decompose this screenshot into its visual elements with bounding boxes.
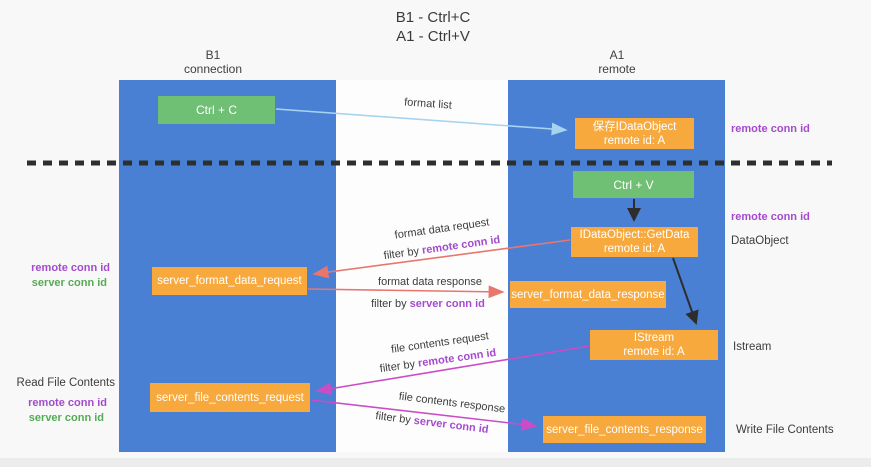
column-a1-name: A1 <box>609 48 625 62</box>
column-header-b1: B1 connection <box>133 48 293 76</box>
right-remote-conn-id-mid: remote conn id <box>731 211 810 223</box>
format-data-response-label: format data response <box>378 276 482 288</box>
server-file-contents-request-box: server_file_contents_request <box>150 383 310 412</box>
right-remote-conn-id-top: remote conn id <box>731 123 810 135</box>
getdata-line2: remote id: A <box>603 243 666 255</box>
title-line-1: B1 - Ctrl+C <box>395 9 471 26</box>
istream-box: IStream remote id: A <box>590 330 718 360</box>
dataobject-label: DataObject <box>731 235 789 247</box>
server-format-data-response-box: server_format_data_response <box>510 281 666 308</box>
filter-by-text-2: filter by <box>371 298 407 310</box>
left-server-conn-id-1: server conn id <box>31 277 107 289</box>
footer-strip <box>0 458 871 467</box>
istream-line2: remote id: A <box>623 346 685 358</box>
column-a1-subtitle: remote <box>598 62 636 76</box>
server-conn-id-text-2: server conn id <box>409 298 485 310</box>
idataobject-getdata-box: IDataObject::GetData remote id: A <box>571 227 698 257</box>
left-server-conn-id-2: server conn id <box>28 412 104 424</box>
diagram-title: B1 - Ctrl+C A1 - Ctrl+V <box>283 8 583 46</box>
format-data-response-filter-label: filter by server conn id <box>328 298 528 310</box>
server-file-contents-request-label: server_file_contents_request <box>156 391 304 404</box>
ctrl-v-box: Ctrl + V <box>573 171 694 198</box>
read-file-contents-label: Read File Contents <box>16 377 115 389</box>
write-file-contents-label: Write File Contents <box>736 424 834 436</box>
left-remote-conn-id-2: remote conn id <box>28 397 107 409</box>
ctrl-v-label: Ctrl + V <box>613 177 654 192</box>
left-remote-conn-id-1: remote conn id <box>31 262 110 274</box>
column-b1-name: B1 <box>205 48 221 62</box>
column-b1-subtitle: connection <box>183 62 243 76</box>
title-line-2: A1 - Ctrl+V <box>396 28 470 45</box>
save-idataobject-line1: 保存IDataObject <box>592 120 677 133</box>
server-file-contents-response-label: server_file_contents_response <box>546 423 703 436</box>
server-file-contents-response-box: server_file_contents_response <box>543 416 706 443</box>
save-idataobject-box: 保存IDataObject remote id: A <box>575 118 694 149</box>
istream-line1: IStream <box>633 332 675 344</box>
server-format-data-request-label: server_format_data_request <box>157 275 302 287</box>
column-header-a1: A1 remote <box>537 48 697 76</box>
getdata-line1: IDataObject::GetData <box>579 229 690 241</box>
server-format-data-request-box: server_format_data_request <box>152 267 307 295</box>
ctrl-c-box: Ctrl + C <box>158 96 275 124</box>
istream-side-label: Istream <box>733 341 772 353</box>
server-format-data-response-label: server_format_data_response <box>511 288 665 301</box>
save-idataobject-line2: remote id: A <box>603 134 666 147</box>
ctrl-c-label: Ctrl + C <box>195 103 237 117</box>
